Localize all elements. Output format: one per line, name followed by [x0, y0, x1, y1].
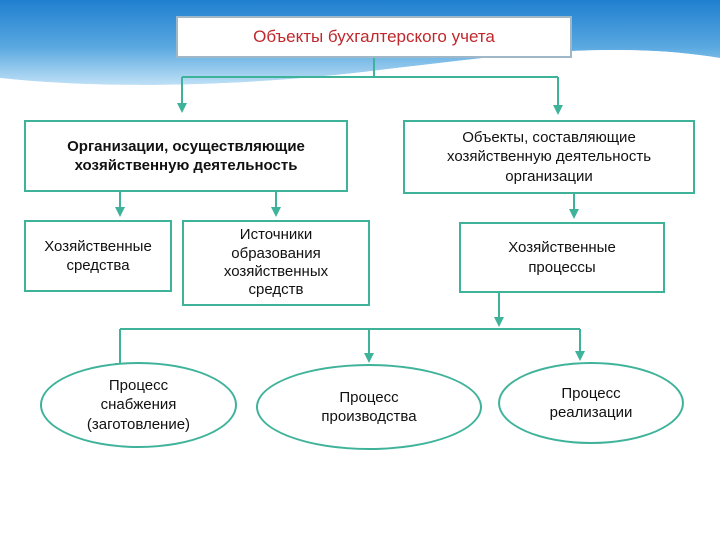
node-organizations-label: Организации, осуществляющие хозяйственну… [67, 137, 305, 174]
node-activity-objects-label: Объекты, составляющие хозяйственную деят… [446, 129, 652, 185]
node-economic-assets: Хозяйственные средства [24, 220, 172, 292]
node-economic-assets-label: Хозяйственные средства [44, 237, 152, 274]
node-supply-process-label: Процесс снабжения (заготовление) [86, 376, 191, 433]
node-organizations: Организации, осуществляющие хозяйственну… [24, 120, 348, 192]
node-supply-process: Процесс снабжения (заготовление) [40, 362, 237, 448]
node-economic-processes: Хозяйственные процессы [459, 222, 665, 293]
node-sales-process-label: Процесс реализации [549, 384, 633, 422]
node-production-process-label: Процесс производства [321, 388, 417, 426]
node-asset-sources-label: Источники образования хозяйственных сред… [223, 226, 329, 299]
node-activity-objects: Объекты, составляющие хозяйственную деят… [403, 120, 695, 194]
node-sales-process: Процесс реализации [498, 362, 684, 444]
diagram-title: Объекты бухгалтерского учета [176, 16, 572, 58]
node-asset-sources: Источники образования хозяйственных сред… [182, 220, 370, 306]
node-economic-processes-label: Хозяйственные процессы [508, 239, 616, 276]
node-production-process: Процесс производства [256, 364, 482, 450]
